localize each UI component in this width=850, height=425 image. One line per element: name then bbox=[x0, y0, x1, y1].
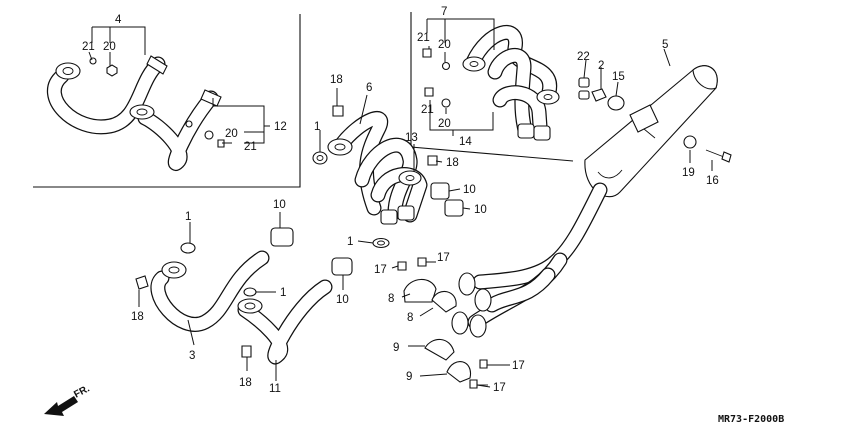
callout-22: 22 bbox=[577, 51, 590, 63]
callout-11: 11 bbox=[269, 383, 281, 395]
front-direction-label: FR. bbox=[72, 383, 92, 400]
callout-10: 10 bbox=[336, 294, 349, 306]
callout-18: 18 bbox=[239, 377, 252, 389]
callout-5: 5 bbox=[662, 39, 668, 51]
callout-1: 1 bbox=[314, 121, 320, 133]
callout-17: 17 bbox=[493, 382, 506, 394]
muffler-5 bbox=[584, 65, 718, 198]
callout-2: 2 bbox=[598, 60, 604, 72]
callout-8: 8 bbox=[407, 312, 413, 324]
callout-8: 8 bbox=[388, 293, 394, 305]
callout-18: 18 bbox=[446, 157, 459, 169]
callout-21: 21 bbox=[421, 104, 434, 116]
collector-pipe bbox=[451, 182, 608, 338]
muffler-hardware bbox=[578, 77, 732, 163]
exhaust-pipe-7-14 bbox=[422, 25, 560, 141]
leader-lines bbox=[88, 18, 713, 388]
callout-15: 15 bbox=[612, 71, 625, 83]
callout-14: 14 bbox=[459, 136, 472, 148]
callout-20: 20 bbox=[438, 39, 451, 51]
callout-20: 20 bbox=[103, 41, 116, 53]
callout-1: 1 bbox=[280, 287, 286, 299]
callout-3: 3 bbox=[189, 350, 195, 362]
inset-frame-left bbox=[33, 14, 301, 188]
callout-7: 7 bbox=[441, 6, 447, 18]
callout-10: 10 bbox=[474, 204, 487, 216]
callout-13: 13 bbox=[405, 132, 418, 144]
callout-21: 21 bbox=[244, 141, 257, 153]
callout-18: 18 bbox=[131, 311, 144, 323]
callout-12: 12 bbox=[274, 121, 287, 133]
callout-21: 21 bbox=[417, 32, 430, 44]
front-direction-arrow: FR. bbox=[44, 383, 92, 416]
callout-1: 1 bbox=[347, 236, 353, 248]
callout-20: 20 bbox=[438, 118, 451, 130]
callout-10: 10 bbox=[463, 184, 476, 196]
callout-6: 6 bbox=[366, 82, 372, 94]
exhaust-pipe-11 bbox=[237, 257, 353, 365]
callout-17: 17 bbox=[437, 252, 450, 264]
exhaust-pipe-4 bbox=[47, 55, 168, 135]
callout-9: 9 bbox=[393, 342, 399, 354]
callout-21: 21 bbox=[82, 41, 95, 53]
callout-20: 20 bbox=[225, 128, 238, 140]
callout-16: 16 bbox=[706, 175, 719, 187]
clamps-8-9 bbox=[397, 257, 496, 389]
callout-19: 19 bbox=[682, 167, 695, 179]
callout-18: 18 bbox=[330, 74, 343, 86]
exhaust-pipe-3 bbox=[135, 227, 294, 332]
callout-4: 4 bbox=[115, 14, 122, 26]
callout-17: 17 bbox=[374, 264, 387, 276]
exhaust-pipe-6-13 bbox=[312, 105, 464, 249]
callout-10: 10 bbox=[273, 199, 286, 211]
exhaust-pipe-12 bbox=[129, 89, 225, 171]
diagram-code: MR73-F2000B bbox=[718, 414, 784, 425]
callout-17: 17 bbox=[512, 360, 525, 372]
callout-1: 1 bbox=[185, 211, 191, 223]
callout-labels: 4 21 20 12 20 21 7 21 20 21 20 14 22 2 1… bbox=[82, 6, 719, 395]
callout-9: 9 bbox=[406, 371, 412, 383]
